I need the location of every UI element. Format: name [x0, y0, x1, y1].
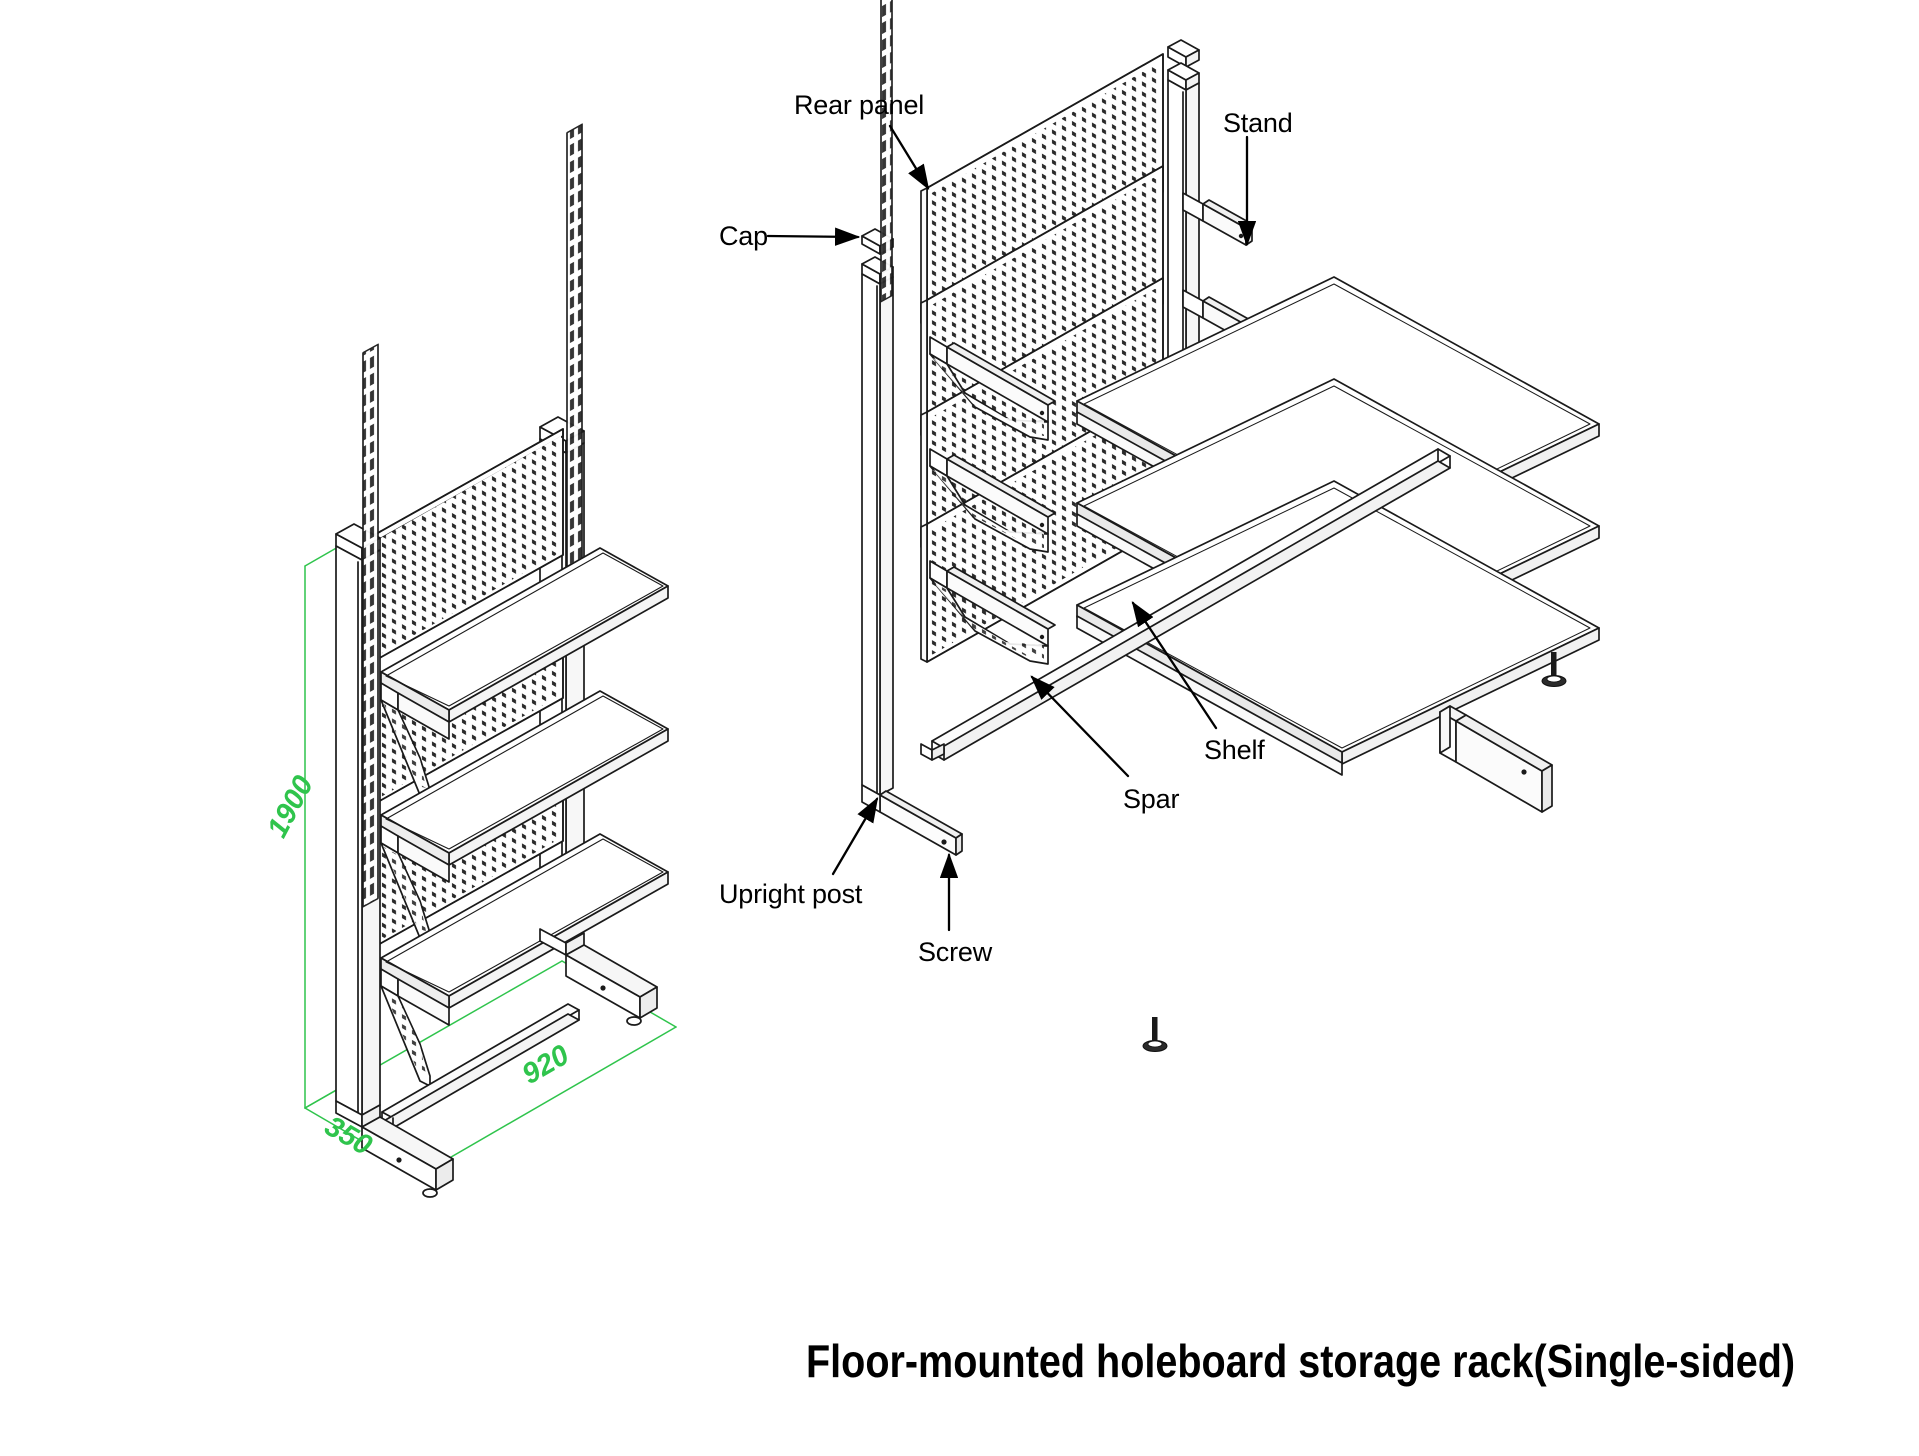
rear-panel-assembled-1: [359, 428, 564, 670]
stand-exploded-bottom: [1439, 705, 1553, 813]
shelf-bracket-exploded-3: [929, 560, 1056, 665]
leader-shelf: [1131, 601, 1218, 730]
assembled-rack-view: [304, 123, 677, 1198]
drawing-title: Floor-mounted holeboard storage rack(Sin…: [806, 1335, 1796, 1387]
leader-spar: [1030, 675, 1130, 778]
shelf-bracket-exploded-2: [929, 448, 1056, 553]
upright-post-exploded-main: [861, 0, 963, 856]
callout-label-screw: Screw: [918, 937, 993, 967]
shelf-bracket-exploded-1: [929, 336, 1056, 441]
leader-upright-post: [831, 797, 879, 876]
screw-bottom-left: [1142, 1017, 1168, 1052]
leader-cap: [766, 227, 861, 246]
callout-label-shelf: Shelf: [1204, 735, 1265, 765]
stand-assembled-rear: [539, 928, 658, 1026]
upright-post-front: [335, 343, 381, 1117]
callout-label-cap: Cap: [719, 221, 768, 251]
exploded-parts-view: [861, 0, 1600, 1052]
callout-label-rear-panel: Rear panel: [794, 90, 925, 120]
callout-label-stand: Stand: [1223, 108, 1293, 138]
callout-leaders: [766, 124, 1257, 932]
shelf-assembled-1: [380, 547, 669, 740]
stand-assembled-front: [335, 1100, 454, 1198]
shelf-assembled-2: [380, 690, 669, 883]
screw-bottom-right: [1541, 652, 1567, 687]
shelf-bracket-3: [380, 985, 431, 1087]
callout-label-upright-post: Upright post: [719, 879, 863, 909]
callout-label-spar: Spar: [1123, 784, 1180, 814]
spar-exploded: [920, 448, 1451, 761]
leader-rear-panel: [888, 124, 930, 190]
